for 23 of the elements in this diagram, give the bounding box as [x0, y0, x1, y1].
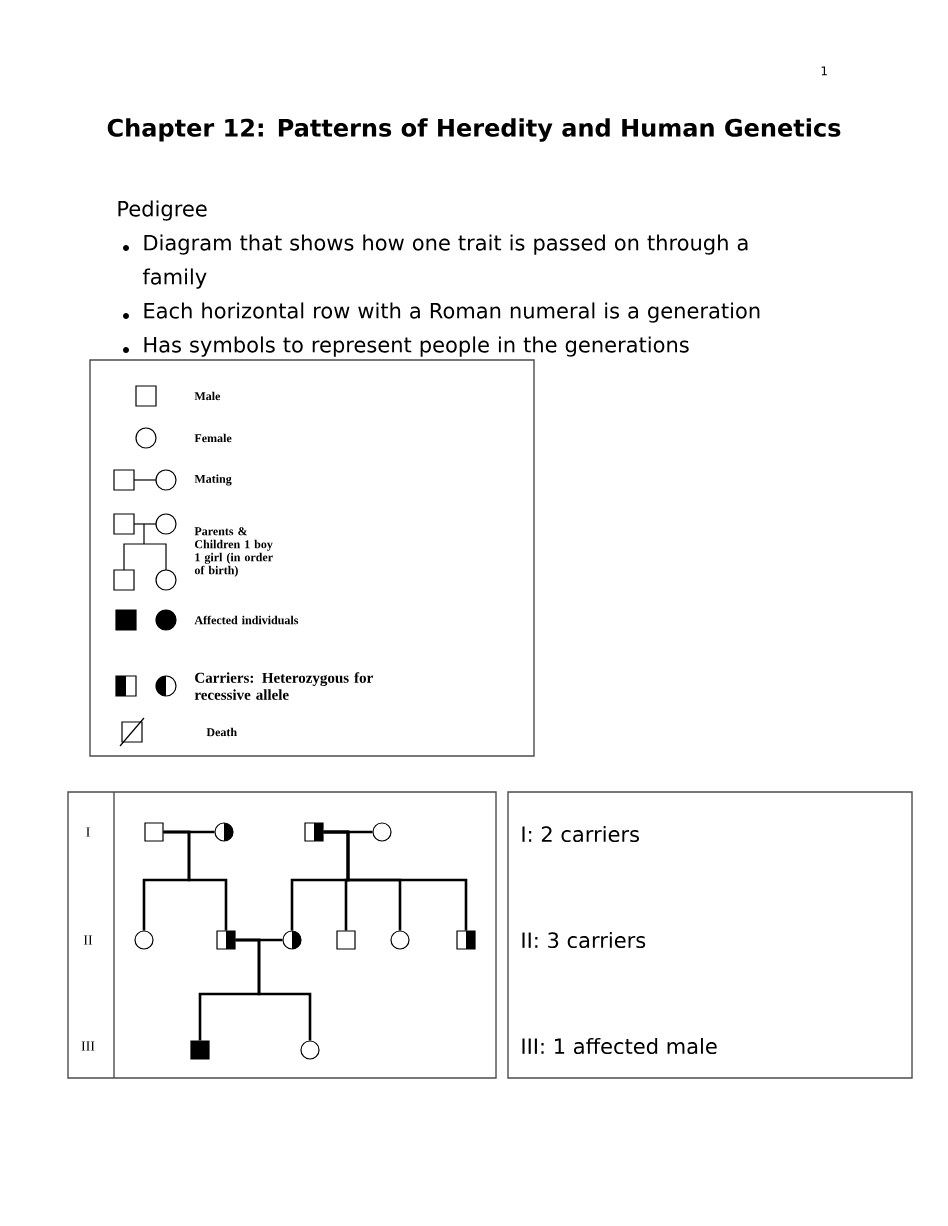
descent-line — [323, 830, 468, 931]
male-symbol — [144, 822, 164, 842]
bullet-text: Diagram that shows how one trait is passed on through a family — [142, 234, 748, 289]
bullet-text: Has symbols to represent people in the generations — [144, 336, 689, 357]
descent-line — [235, 938, 312, 1041]
note-text: I: 2 carriers — [522, 825, 639, 843]
female-symbol — [372, 822, 392, 842]
title: Chapter 12: Patterns of Heredity and Human Genetics — [107, 118, 841, 142]
female-symbol — [300, 1040, 320, 1060]
male-symbol — [304, 822, 324, 842]
bullet-text: Each horizontal row with a Roman numeral is a generation — [144, 302, 760, 323]
note-text: III: 1 affected male — [522, 1037, 717, 1055]
male-symbol — [190, 1040, 210, 1060]
male-symbol — [456, 930, 476, 950]
heading: Pedigree — [118, 200, 207, 221]
female-symbol — [390, 930, 410, 950]
male-symbol — [216, 930, 236, 950]
female-symbol — [134, 930, 154, 950]
female-symbol — [282, 930, 302, 950]
note-text: II: 3 carriers — [522, 931, 646, 949]
female-symbol — [214, 822, 234, 842]
descent-line — [163, 830, 228, 931]
male-symbol — [336, 930, 356, 950]
